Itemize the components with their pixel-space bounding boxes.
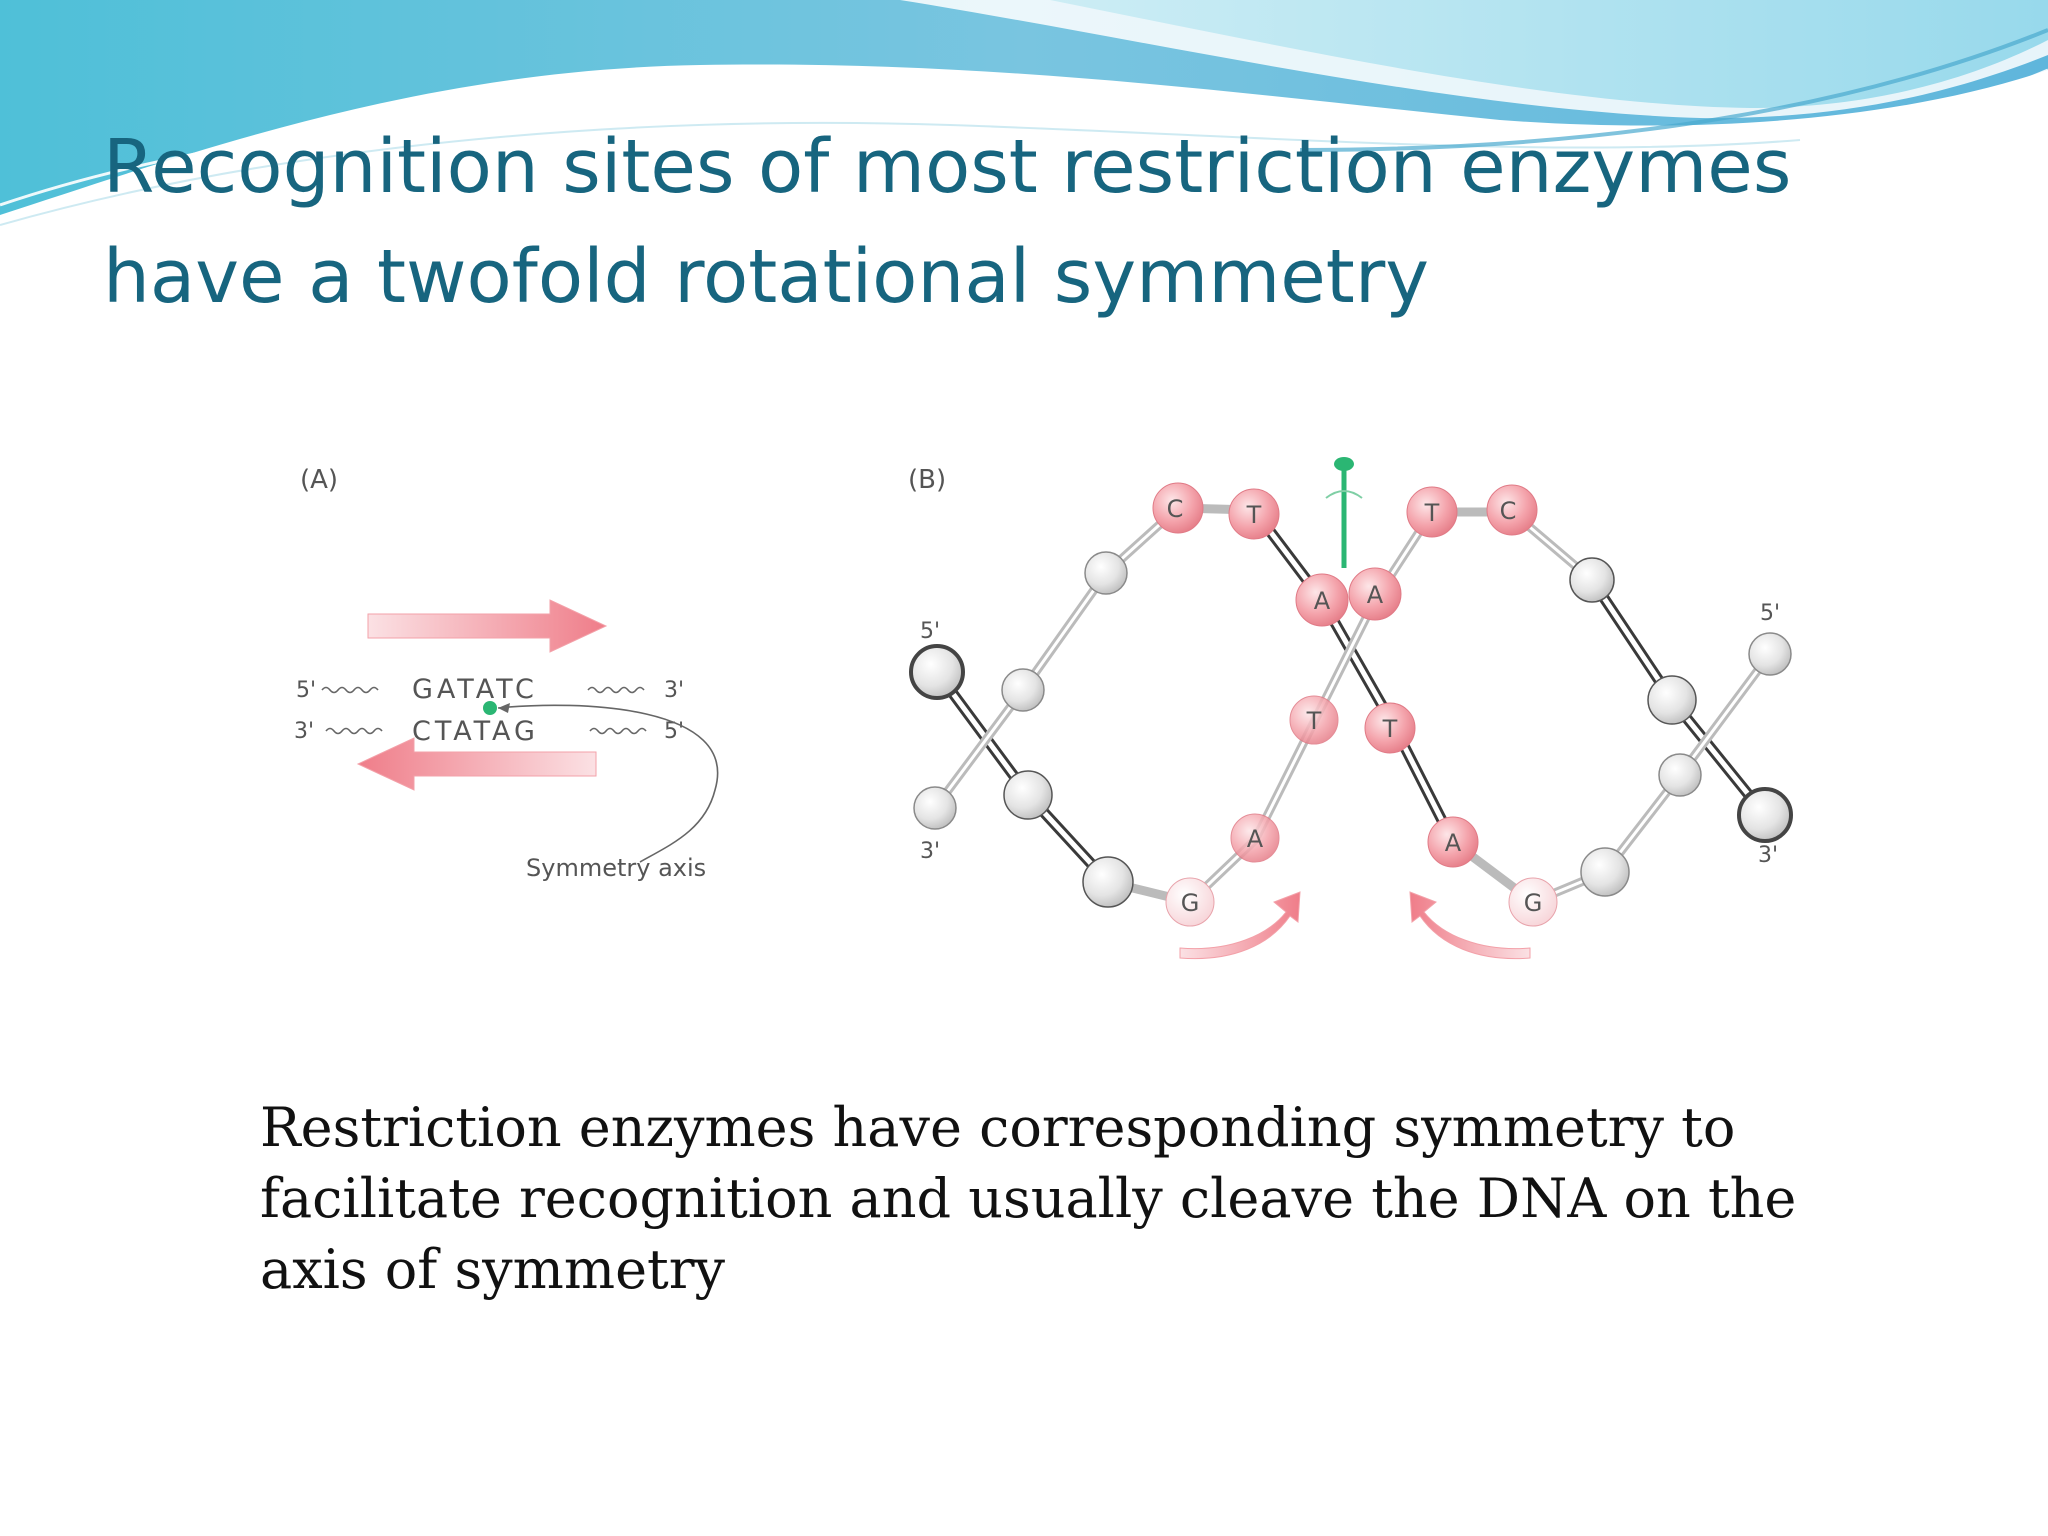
bottom-strand-left-squiggle bbox=[325, 727, 383, 735]
forward-arrow bbox=[367, 599, 608, 653]
top-strand-sequence: GATATC bbox=[412, 674, 538, 705]
base-g-left bbox=[1165, 877, 1215, 927]
base-a-low-left bbox=[1230, 813, 1280, 863]
svg-text:T: T bbox=[1306, 707, 1322, 735]
panel-a-label: (A) bbox=[300, 465, 338, 495]
title-line-2: have a twofold rotational symmetry bbox=[103, 234, 1430, 320]
symmetry-axis-dot bbox=[483, 701, 497, 715]
strand-end-labels: 5' 3' 5' 3' bbox=[920, 601, 1780, 868]
svg-text:G: G bbox=[1524, 889, 1543, 917]
right-strand-end bbox=[1737, 787, 1793, 843]
svg-text:5': 5' bbox=[1760, 601, 1780, 626]
top-strand-left-squiggle bbox=[321, 686, 379, 694]
base-a-center-right bbox=[1348, 567, 1402, 621]
svg-text:G: G bbox=[1181, 889, 1200, 917]
top-strand-right-squiggle bbox=[587, 686, 645, 694]
base-t-mid-left bbox=[1289, 695, 1339, 745]
symmetry-axis-pointer bbox=[497, 704, 719, 863]
header-wave bbox=[0, 0, 2048, 226]
base-c-right bbox=[1486, 484, 1538, 536]
base-t-mid-right bbox=[1364, 702, 1416, 754]
caption-line-3: axis of symmetry bbox=[260, 1238, 726, 1301]
svg-text:3': 3' bbox=[1758, 843, 1778, 868]
bottom-strand-sequence: CTATAG bbox=[412, 716, 539, 747]
top-strand-5prime: 5' bbox=[296, 678, 316, 703]
base-c-left bbox=[1152, 482, 1204, 534]
rotation-arrow-icon bbox=[1325, 490, 1363, 499]
base-t-left bbox=[1228, 488, 1280, 540]
caption-line-2: facilitate recognition and usually cleav… bbox=[260, 1167, 1797, 1230]
base-a-center-left bbox=[1295, 573, 1349, 627]
reverse-arrow bbox=[356, 737, 597, 791]
left-strand-end bbox=[909, 644, 965, 700]
svg-text:A: A bbox=[1367, 581, 1384, 609]
rotation-arrow-left bbox=[1179, 891, 1301, 960]
panel-b: (B) bbox=[908, 457, 1793, 960]
backbone-balls bbox=[913, 551, 1792, 908]
symmetry-axis-label: Symmetry axis bbox=[526, 854, 706, 882]
rotation-axis-tip bbox=[1334, 457, 1354, 471]
bottom-strand-right-squiggle bbox=[589, 727, 647, 735]
pointer-arrowhead bbox=[498, 703, 510, 713]
slide-title: Recognition sites of most restriction en… bbox=[103, 112, 1923, 332]
panel-b-label: (B) bbox=[908, 465, 946, 495]
title-line-1: Recognition sites of most restriction en… bbox=[103, 124, 1792, 210]
svg-text:C: C bbox=[1500, 497, 1517, 525]
svg-text:T: T bbox=[1246, 501, 1262, 529]
svg-text:A: A bbox=[1247, 825, 1264, 853]
svg-text:A: A bbox=[1314, 587, 1331, 615]
base-a-low-right bbox=[1427, 816, 1479, 868]
rotation-arrow-right bbox=[1409, 891, 1531, 960]
top-strand-3prime: 3' bbox=[664, 678, 684, 703]
slide-caption: Restriction enzymes have corresponding s… bbox=[260, 1092, 1900, 1305]
svg-text:T: T bbox=[1424, 499, 1440, 527]
backbone-rods bbox=[930, 503, 1775, 907]
svg-text:A: A bbox=[1445, 829, 1462, 857]
recognition-bases: C T T C A A T T A A G G bbox=[1152, 482, 1558, 927]
svg-text:5': 5' bbox=[920, 619, 940, 644]
bottom-strand-3prime: 3' bbox=[294, 719, 314, 744]
base-g-right bbox=[1508, 877, 1558, 927]
base-t-right bbox=[1406, 486, 1458, 538]
svg-text:T: T bbox=[1382, 715, 1398, 743]
svg-text:3': 3' bbox=[920, 839, 940, 864]
svg-text:C: C bbox=[1167, 495, 1184, 523]
caption-line-1: Restriction enzymes have corresponding s… bbox=[260, 1096, 1736, 1159]
panel-a: (A) 5' GATATC 3' 3' CTATAG 5' Symmetry a… bbox=[294, 465, 719, 882]
